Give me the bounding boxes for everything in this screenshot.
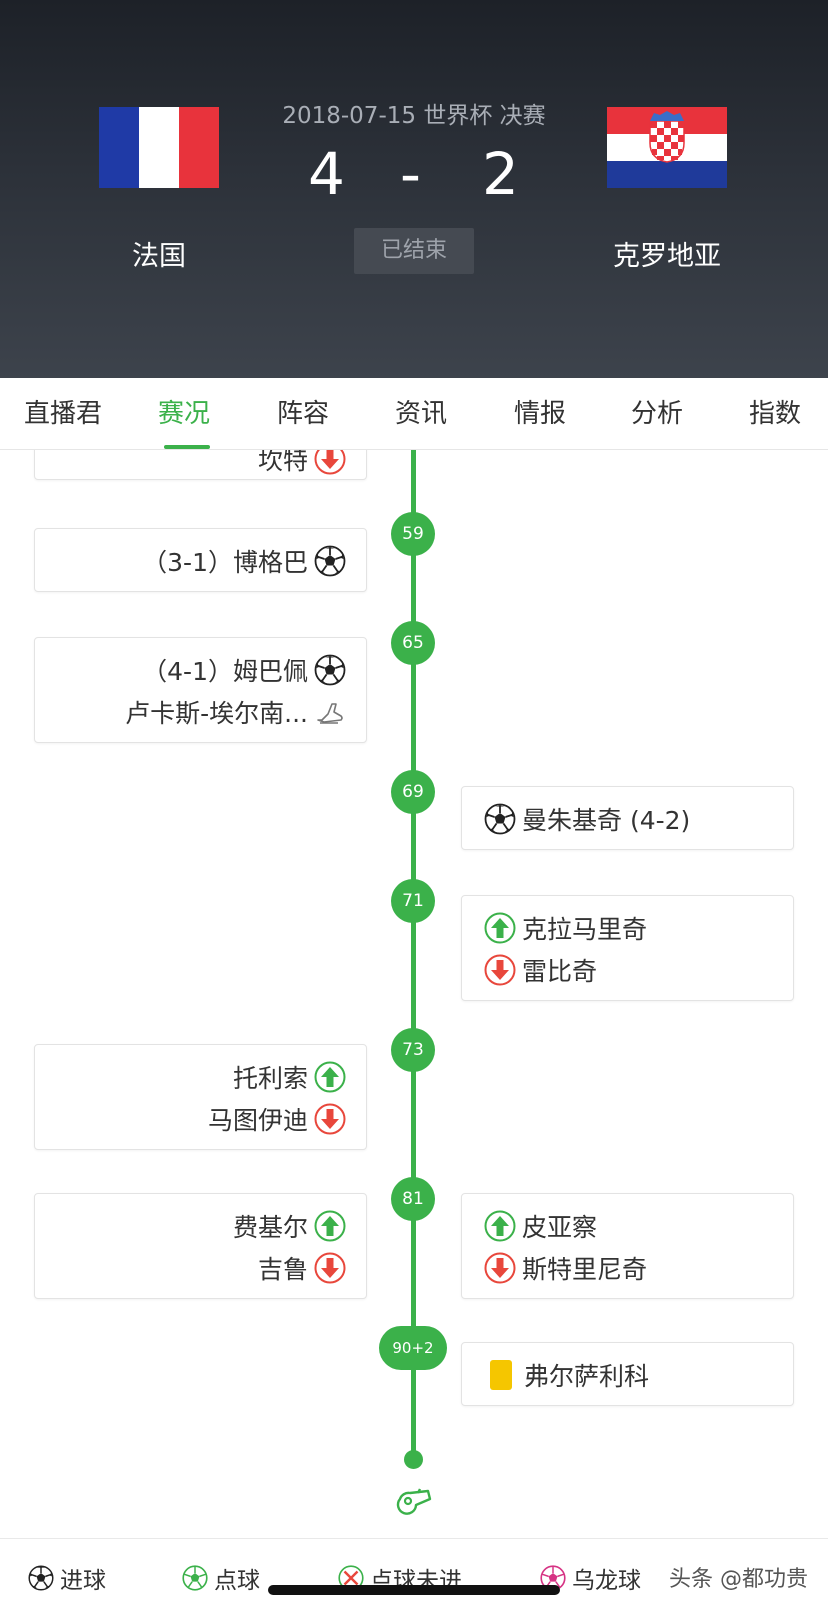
arrow-up-icon bbox=[314, 1061, 346, 1093]
match-status-badge: 已结束 bbox=[354, 228, 474, 274]
goal-event: 曼朱基奇 (4-2) bbox=[522, 806, 691, 835]
event-card: （4-1）姆巴佩 卢卡斯-埃尔南... bbox=[34, 637, 367, 743]
event-card: （3-1）博格巴 bbox=[34, 528, 367, 592]
timeline-line bbox=[411, 450, 416, 1459]
player-name: 坎特 bbox=[257, 450, 308, 475]
event-legend: 进球 点球 点球未进 乌龙球 头条 @都功贵 bbox=[0, 1538, 828, 1608]
timeline-end-dot bbox=[404, 1450, 423, 1469]
soccer-ball-icon bbox=[314, 545, 346, 577]
tab-news[interactable]: 资讯 bbox=[394, 399, 447, 429]
legend-goal-label: 进球 bbox=[60, 1568, 106, 1594]
france-flag-icon bbox=[99, 107, 219, 188]
arrow-up-icon bbox=[484, 912, 516, 944]
tab-bar: 直播君 赛况 阵容 资讯 情报 分析 指数 bbox=[0, 378, 828, 450]
sub-out-player: 雷比奇 bbox=[522, 957, 598, 986]
legend-penalty: 点球 bbox=[182, 1561, 260, 1595]
tab-live[interactable]: 直播君 bbox=[23, 399, 102, 429]
own-goal-ball-icon bbox=[540, 1565, 566, 1591]
event-card: 皮亚察 斯特里尼奇 bbox=[461, 1193, 794, 1299]
minute-marker: 73 bbox=[391, 1028, 435, 1072]
minute-marker: 71 bbox=[391, 879, 435, 923]
minute-marker: 81 bbox=[391, 1177, 435, 1221]
arrow-down-icon bbox=[314, 1252, 346, 1284]
away-team-name[interactable]: 克罗地亚 bbox=[613, 241, 721, 272]
soccer-ball-icon bbox=[484, 803, 516, 835]
watermark: 头条 @都功贵 bbox=[669, 1567, 808, 1592]
goal-event: （3-1）博格巴 bbox=[142, 548, 308, 577]
legend-own-goal-label: 乌龙球 bbox=[572, 1568, 641, 1594]
minute-marker: 90+2 bbox=[379, 1326, 447, 1370]
event-card: 费基尔 吉鲁 bbox=[34, 1193, 367, 1299]
croatia-flag-icon bbox=[607, 107, 727, 188]
minute-marker: 59 bbox=[391, 512, 435, 556]
minute-marker: 65 bbox=[391, 621, 435, 665]
legend-own-goal: 乌龙球 bbox=[540, 1561, 641, 1595]
tab-analysis[interactable]: 分析 bbox=[630, 399, 683, 429]
arrow-up-icon bbox=[314, 1210, 346, 1242]
match-date-competition: 2018-07-15 世界杯 决赛 bbox=[282, 103, 546, 129]
sub-out-player: 吉鲁 bbox=[257, 1255, 308, 1284]
assist-player: 卢卡斯-埃尔南... bbox=[125, 699, 308, 728]
legend-goal: 进球 bbox=[28, 1561, 106, 1595]
event-card: 托利索 马图伊迪 bbox=[34, 1044, 367, 1150]
event-card: 曼朱基奇 (4-2) bbox=[461, 786, 794, 850]
legend-penalty-label: 点球 bbox=[214, 1568, 260, 1594]
home-indicator-bar[interactable] bbox=[268, 1585, 560, 1595]
home-score: 4 bbox=[308, 140, 345, 208]
score-separator: - bbox=[400, 140, 421, 208]
soccer-ball-icon bbox=[28, 1565, 54, 1591]
arrow-down-icon bbox=[314, 1103, 346, 1135]
goal-event: （4-1）姆巴佩 bbox=[142, 657, 308, 686]
arrow-down-icon bbox=[484, 1252, 516, 1284]
minute-marker: 69 bbox=[391, 770, 435, 814]
sub-out-player: 马图伊迪 bbox=[207, 1106, 308, 1135]
arrow-up-icon bbox=[484, 1210, 516, 1242]
sub-in-player: 克拉马里奇 bbox=[522, 915, 648, 944]
home-team-name[interactable]: 法国 bbox=[132, 241, 186, 272]
sub-out-player: 斯特里尼奇 bbox=[522, 1255, 648, 1284]
penalty-miss-icon bbox=[338, 1565, 364, 1591]
boot-icon bbox=[314, 696, 346, 728]
sub-in-player: 费基尔 bbox=[232, 1213, 308, 1242]
active-tab-indicator bbox=[164, 445, 210, 449]
yellow-card-icon bbox=[490, 1360, 512, 1390]
event-card: 克拉马里奇 雷比奇 bbox=[461, 895, 794, 1001]
tab-lineup[interactable]: 阵容 bbox=[276, 399, 329, 429]
event-timeline[interactable]: 坎特 59 （3-1）博格巴 65 （4-1）姆巴佩 卢卡斯-埃尔南... 69… bbox=[0, 450, 828, 1538]
match-header: 2018-07-15 世界杯 决赛 4 - 2 法国 已结束 克罗地亚 bbox=[0, 0, 828, 378]
away-score: 2 bbox=[482, 140, 519, 208]
tab-intel[interactable]: 情报 bbox=[513, 399, 566, 429]
event-card: 弗尔萨利科 bbox=[461, 1342, 794, 1406]
sub-in-player: 托利索 bbox=[232, 1064, 308, 1093]
whistle-icon bbox=[396, 1488, 432, 1515]
tab-match-events[interactable]: 赛况 bbox=[157, 399, 210, 429]
event-card: 坎特 bbox=[34, 450, 367, 480]
soccer-ball-icon bbox=[314, 654, 346, 686]
arrow-down-icon bbox=[484, 954, 516, 986]
sub-in-player: 皮亚察 bbox=[522, 1213, 598, 1242]
penalty-ball-icon bbox=[182, 1565, 208, 1591]
tab-odds[interactable]: 指数 bbox=[748, 399, 801, 429]
booked-player: 弗尔萨利科 bbox=[524, 1362, 650, 1391]
arrow-down-icon bbox=[314, 450, 346, 475]
